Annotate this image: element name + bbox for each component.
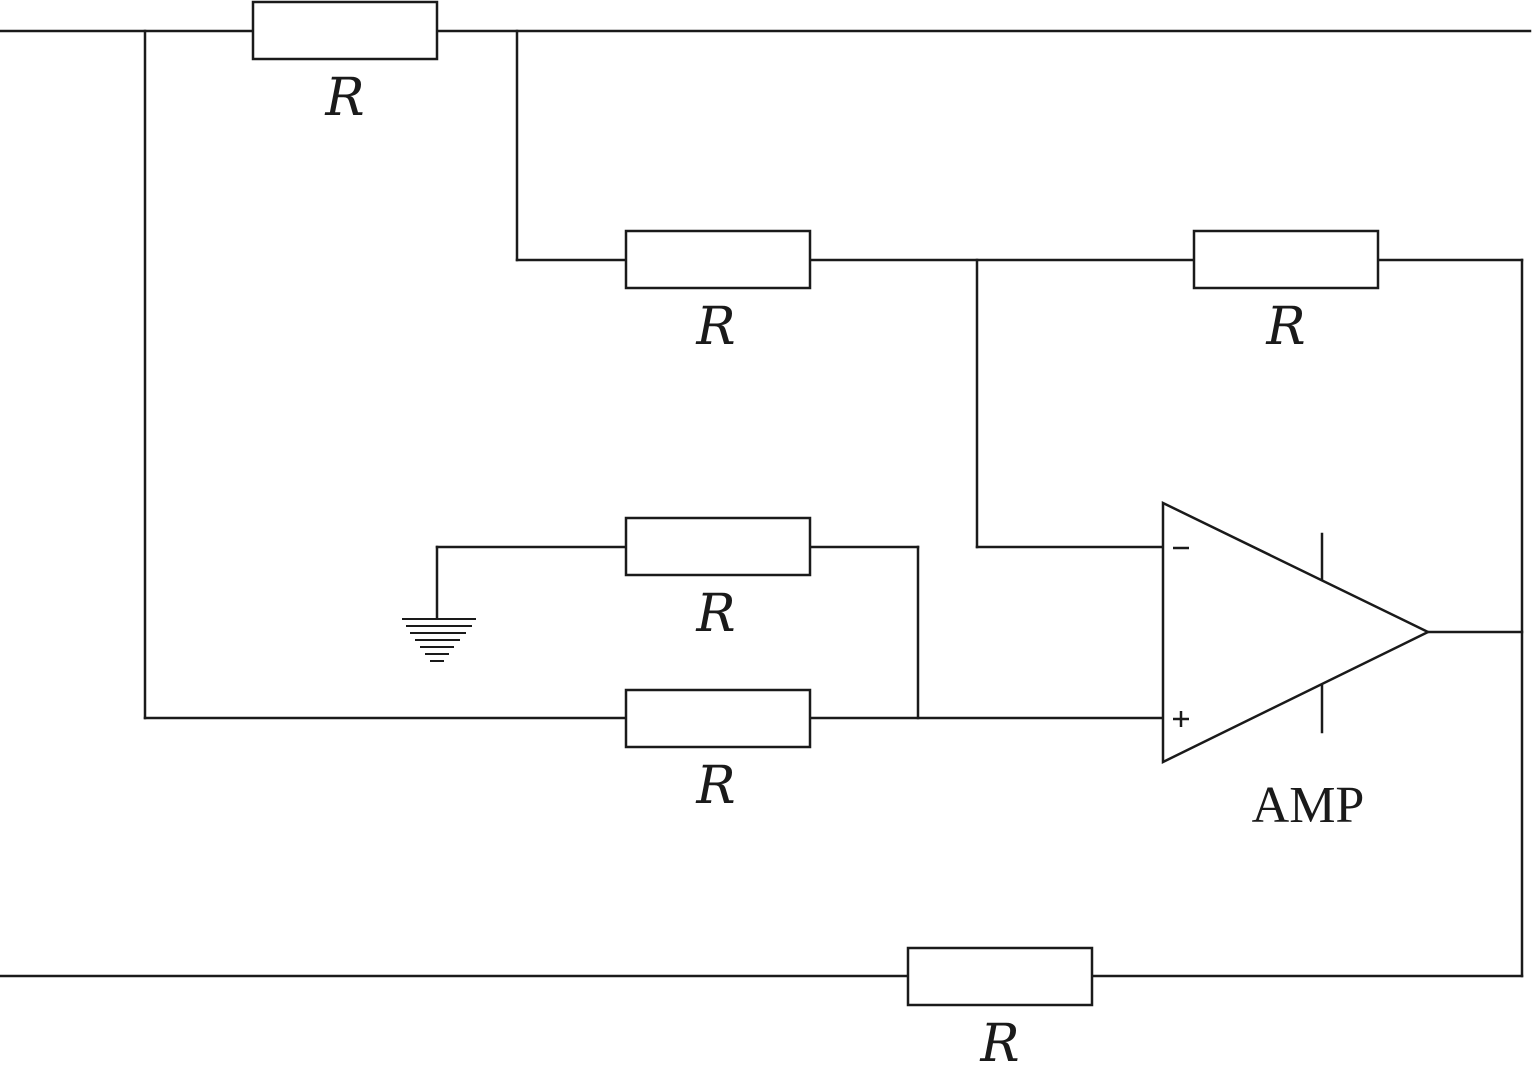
resistor-noninverting: R	[624, 688, 812, 816]
resistor-label: R	[695, 584, 735, 644]
resistor-label: R	[979, 1014, 1019, 1068]
resistor-body	[624, 516, 812, 577]
resistor-label: R	[1265, 297, 1305, 357]
resistor-label: R	[324, 68, 364, 128]
resistor-body	[906, 946, 1094, 1007]
resistor-mid-left: R	[624, 229, 812, 357]
amplifier-triangle	[1161, 501, 1431, 765]
resistor-label: R	[695, 297, 735, 357]
resistor-bottom: R	[906, 946, 1094, 1068]
resistor-label: R	[695, 756, 735, 816]
resistor-body	[1192, 229, 1380, 290]
plus-sign	[1173, 711, 1189, 727]
resistor-ground: R	[624, 516, 812, 644]
wires	[0, 29, 1532, 978]
amplifier-label: AMP	[1252, 777, 1365, 834]
resistor-body	[251, 0, 439, 61]
ground-icon	[402, 618, 476, 662]
resistor-body	[624, 688, 812, 749]
amplifier: AMP	[1161, 501, 1431, 834]
resistor-feedback: R	[1192, 229, 1380, 357]
resistor-top: R	[251, 0, 439, 128]
resistor-body	[624, 229, 812, 290]
